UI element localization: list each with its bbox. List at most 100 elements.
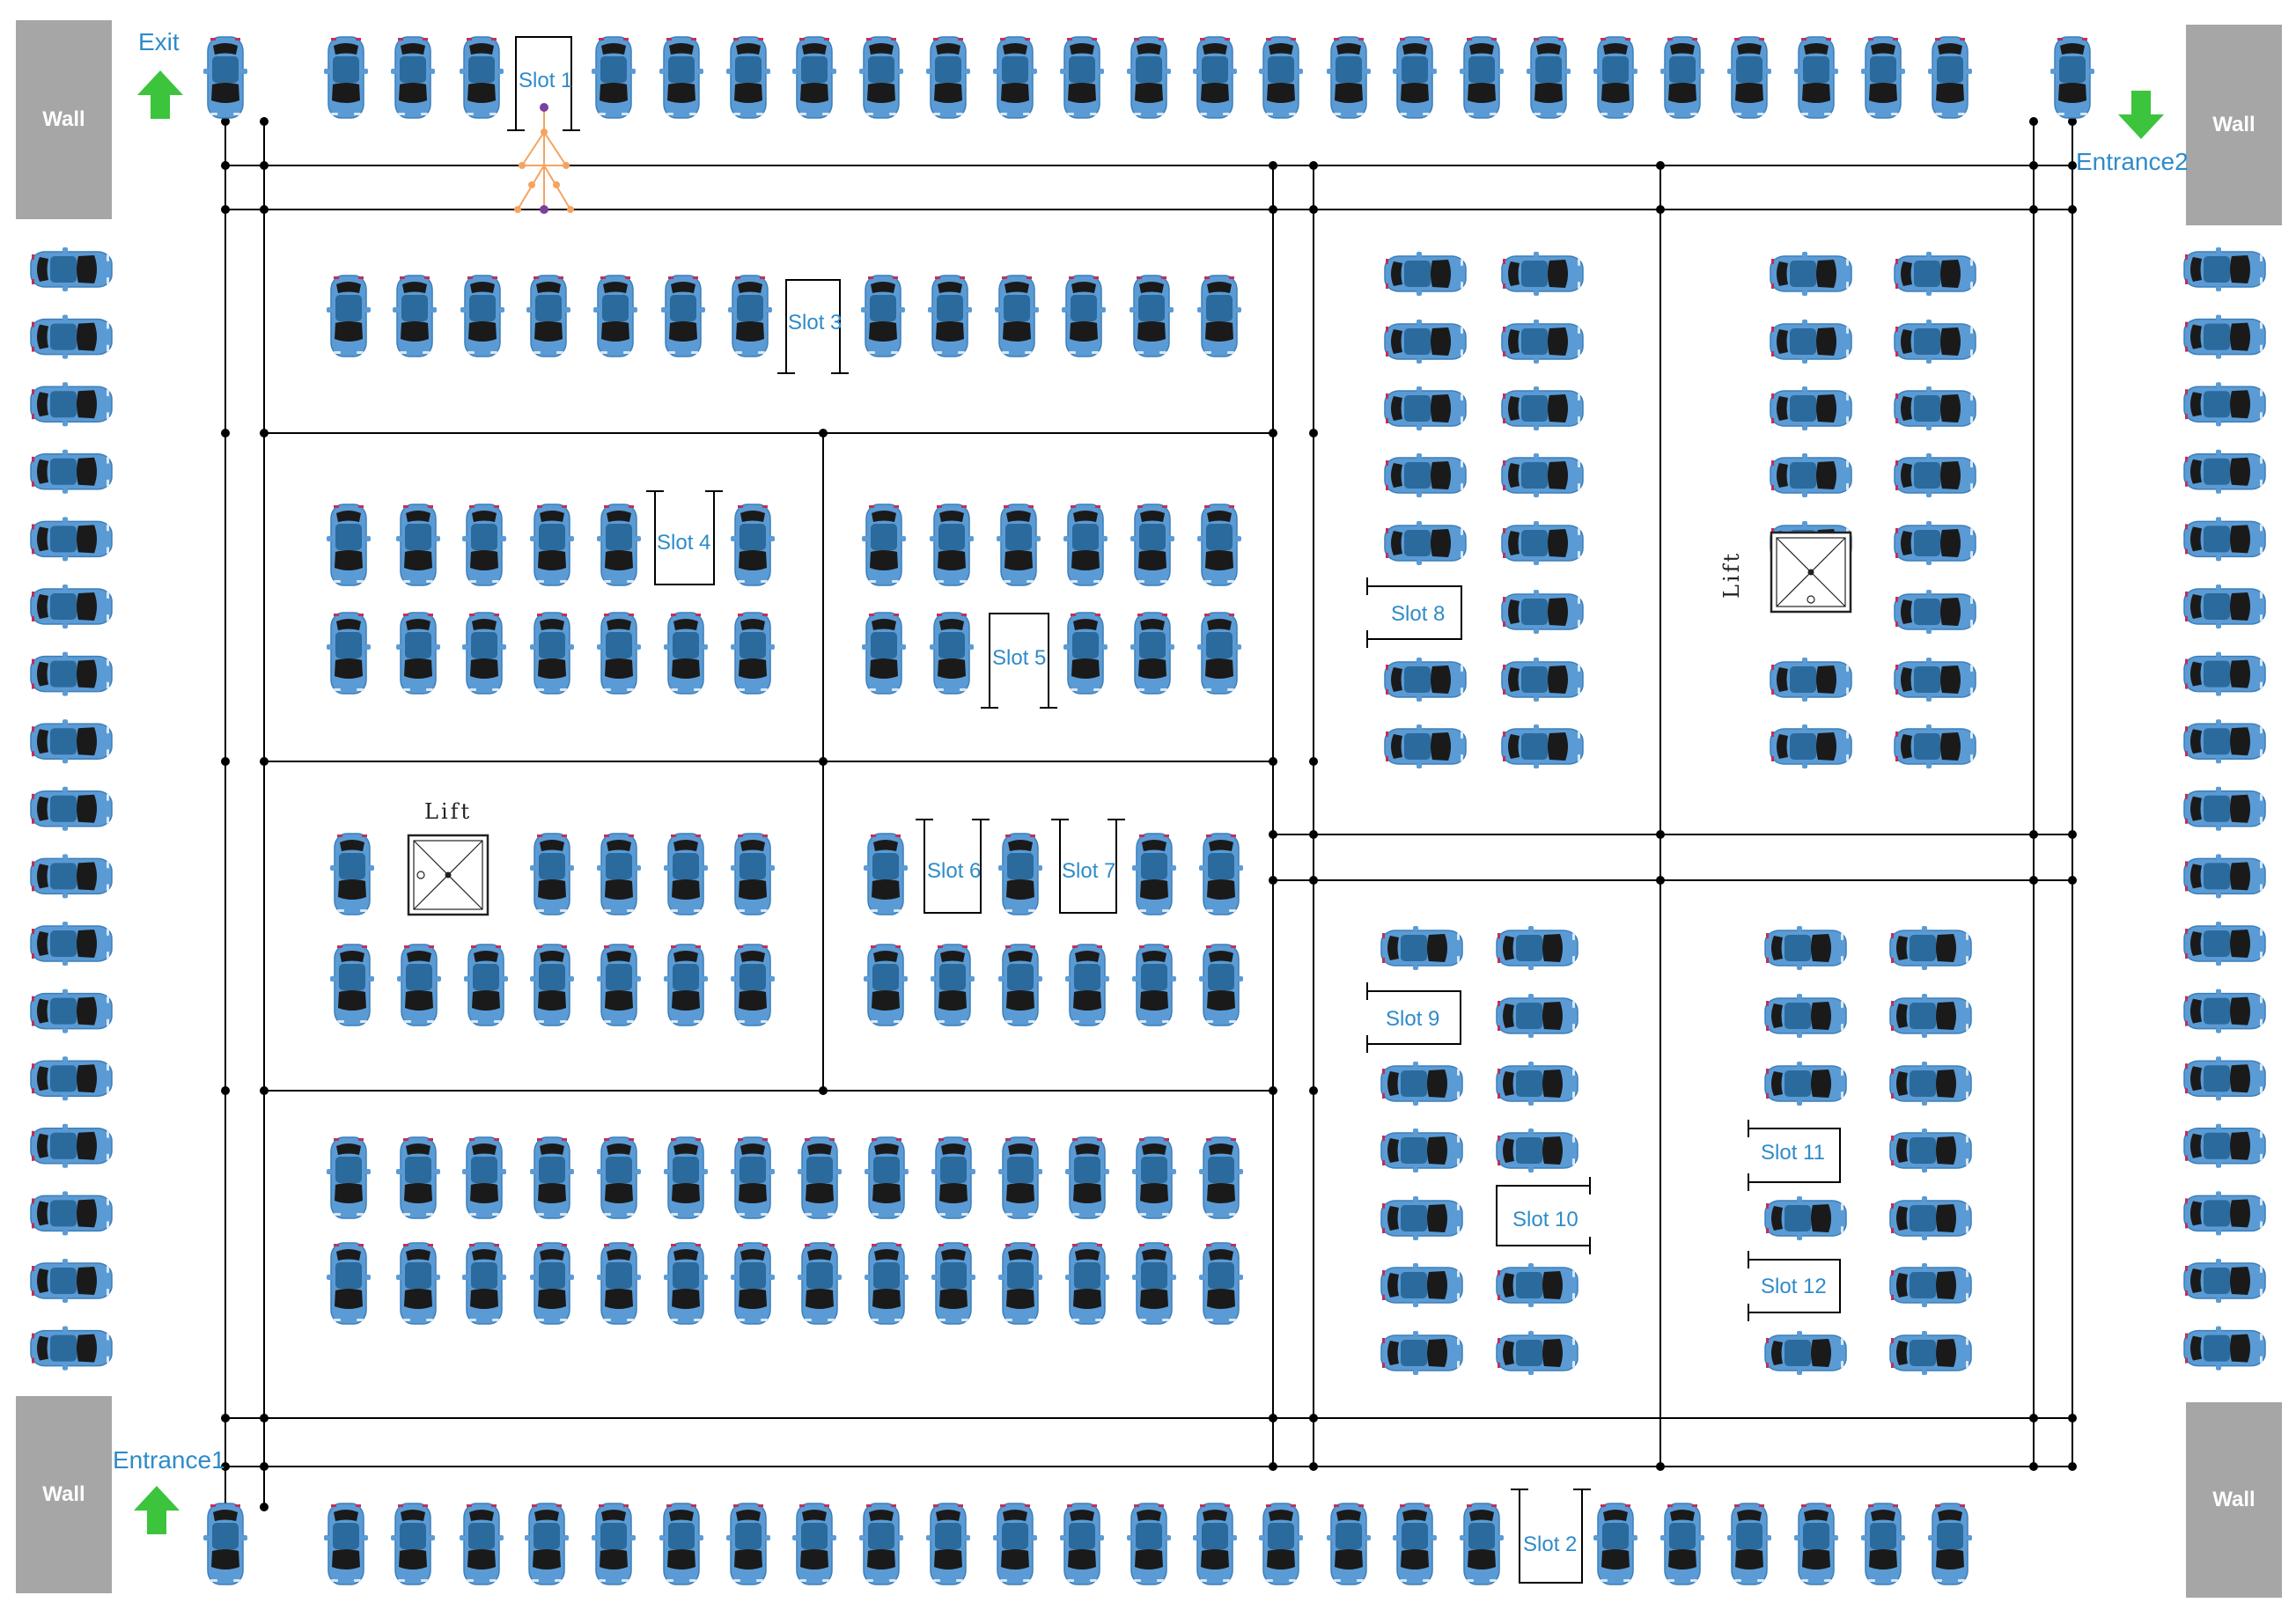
- car-icon: [859, 1503, 903, 1585]
- car-icon: [1764, 994, 1847, 1038]
- car-icon: [1197, 275, 1241, 357]
- car-icon: [1928, 36, 1972, 119]
- car-icon: [1063, 612, 1108, 695]
- car-icon: [731, 612, 775, 695]
- car-icon: [1327, 36, 1371, 119]
- car-icon: [859, 36, 903, 119]
- gate-arrows: [134, 70, 2164, 1534]
- car-icon: [203, 1503, 247, 1585]
- car-icon: [597, 944, 641, 1026]
- car-icon: [1501, 252, 1584, 296]
- car-icon: [1193, 1503, 1237, 1585]
- entrance1-label: Entrance1: [113, 1446, 225, 1474]
- car-icon: [30, 517, 113, 562]
- exit-label: Exit: [138, 28, 180, 55]
- car-icon: [664, 1242, 708, 1325]
- car-icon: [1393, 1503, 1437, 1585]
- car-icon: [731, 1242, 775, 1325]
- wall-label: Wall: [42, 1482, 85, 1506]
- car-icon: [330, 833, 374, 915]
- car-icon: [1199, 1242, 1243, 1325]
- car-icon: [30, 1123, 113, 1168]
- car-icon: [1527, 36, 1571, 119]
- slot-6-label: Slot 6: [927, 859, 982, 883]
- car-icon: [462, 504, 506, 586]
- lift-icon: [1770, 531, 1852, 614]
- car-icon: [997, 504, 1041, 586]
- car-icon: [2050, 36, 2094, 119]
- car-icon: [1496, 994, 1578, 1038]
- car-icon: [30, 247, 113, 291]
- car-icon: [2183, 314, 2266, 359]
- car-icon: [1384, 320, 1467, 364]
- car-icon: [1130, 275, 1174, 357]
- slot-9-label: Slot 9: [1386, 1007, 1440, 1031]
- car-icon: [530, 1136, 574, 1219]
- car-icon: [1727, 36, 1771, 119]
- car-icon: [864, 833, 908, 915]
- car-icon: [327, 1242, 371, 1325]
- car-icon: [862, 504, 906, 586]
- car-icon: [1199, 833, 1243, 915]
- car-icon: [1770, 453, 1852, 497]
- car-icon: [661, 275, 705, 357]
- car-icon: [324, 1503, 368, 1585]
- slot-8-label: Slot 8: [1391, 602, 1446, 626]
- slot-5-label: Slot 5: [992, 646, 1047, 670]
- car-icon: [2183, 1123, 2266, 1168]
- car-icon: [993, 36, 1037, 119]
- car-icon: [926, 36, 970, 119]
- car-icon: [597, 612, 641, 695]
- car-icon: [931, 944, 975, 1026]
- car-icon: [1130, 504, 1174, 586]
- car-icon: [526, 275, 570, 357]
- car-icon: [1393, 36, 1437, 119]
- car-icon: [1384, 386, 1467, 430]
- car-icon: [998, 1136, 1042, 1219]
- car-icon: [1660, 36, 1704, 119]
- road-lines: [221, 117, 2077, 1511]
- car-icon: [865, 1136, 909, 1219]
- car-icon: [1259, 36, 1303, 119]
- car-icon: [597, 1242, 641, 1325]
- car-icon: [525, 1503, 569, 1585]
- car-icon: [1764, 926, 1847, 970]
- arrow-up-icon: [134, 1486, 180, 1534]
- car-icon: [462, 1242, 506, 1325]
- parking-slots: [507, 36, 1841, 1584]
- car-icon: [203, 36, 247, 119]
- car-icon: [1889, 926, 1972, 970]
- car-icon: [1060, 36, 1104, 119]
- car-icon: [1501, 521, 1584, 565]
- car-icon: [1380, 1062, 1463, 1106]
- car-icon: [1501, 658, 1584, 702]
- car-icon: [2183, 1326, 2266, 1371]
- car-icon: [1380, 1196, 1463, 1240]
- car-icon: [397, 944, 441, 1026]
- car-icon: [1770, 658, 1852, 702]
- car-icon: [1065, 1136, 1109, 1219]
- car-icon: [2183, 517, 2266, 562]
- car-icon: [530, 612, 574, 695]
- car-icon: [597, 504, 641, 586]
- car-icon: [1889, 1196, 1972, 1240]
- car-icon: [592, 1503, 636, 1585]
- wall-bottom-left: Wall: [16, 1396, 112, 1593]
- car-icon: [30, 584, 113, 629]
- car-icon: [1130, 612, 1174, 695]
- car-icon: [396, 1136, 440, 1219]
- car-icon: [726, 36, 770, 119]
- wall-label: Wall: [2212, 113, 2256, 136]
- car-icon: [1259, 1503, 1303, 1585]
- car-icon: [324, 36, 368, 119]
- car-icon: [664, 944, 708, 1026]
- car-icon: [1132, 1242, 1176, 1325]
- car-icon: [2183, 584, 2266, 629]
- slot-10-label: Slot 10: [1512, 1208, 1578, 1231]
- car-icon: [1861, 1503, 1905, 1585]
- car-icon: [1384, 453, 1467, 497]
- car-icon: [1197, 612, 1241, 695]
- car-icon: [1380, 1331, 1463, 1375]
- car-icon: [930, 504, 974, 586]
